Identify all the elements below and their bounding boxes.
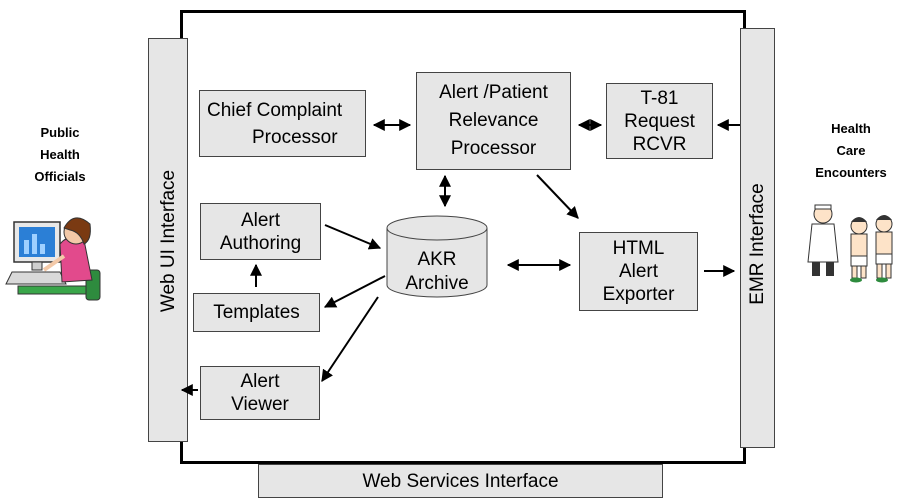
templates-label: Templates xyxy=(213,302,300,323)
right-actor-line-1: Health xyxy=(831,121,871,136)
t81-label-2: Request xyxy=(624,110,695,132)
arrow-alert-exporter xyxy=(536,174,579,219)
left-actor-line-1: Public xyxy=(40,125,80,140)
alert-viewer-label-2: Viewer xyxy=(231,394,289,415)
health-care-encounters-label: Health Care Encounters xyxy=(808,118,894,184)
t81-request-rcvr-box: T-81 Request RCVR xyxy=(606,83,713,159)
alert-authoring-label-2: Authoring xyxy=(219,232,302,254)
computer-user-icon xyxy=(5,217,101,301)
emr-interface: EMR Interface xyxy=(740,28,775,448)
templates-box: Templates xyxy=(193,293,320,332)
alert-patient-label-2: Relevance xyxy=(448,110,539,131)
html-alert-exporter-box: HTML Alert Exporter xyxy=(579,232,698,311)
html-exporter-label-1: HTML xyxy=(612,238,665,259)
t81-label-3: RCVR xyxy=(632,133,687,155)
right-actor-line-3: Encounters xyxy=(815,165,887,180)
akr-label-1: AKR xyxy=(417,249,456,270)
web-services-interface: Web Services Interface xyxy=(258,464,663,498)
arrow-akr-viewer xyxy=(321,296,379,382)
right-actor-line-2: Care xyxy=(836,143,866,158)
t81-label-1: T-81 xyxy=(640,87,679,109)
alert-viewer-label-1: Alert xyxy=(240,371,280,392)
left-actor-line-2: Health xyxy=(40,147,80,162)
html-exporter-label-3: Exporter xyxy=(602,284,675,305)
doctor-patients-icon xyxy=(807,204,893,283)
alert-authoring-label-1: Alert xyxy=(240,209,281,231)
alert-patient-label-1: Alert /Patient xyxy=(439,82,548,103)
arrow-akr-templates xyxy=(323,275,386,308)
web-services-interface-label: Web Services Interface xyxy=(362,470,559,492)
left-actor-line-3: Officials xyxy=(34,169,86,184)
alert-authoring-box: Alert Authoring xyxy=(200,203,321,260)
alert-patient-label-3: Processor xyxy=(450,138,537,159)
public-health-officials-label: Public Health Officials xyxy=(20,122,100,188)
akr-archive-cylinder: AKR Archive xyxy=(386,215,488,298)
chief-complaint-label-2: Processor xyxy=(252,126,338,148)
chief-complaint-processor-box: Chief Complaint Processor xyxy=(199,90,366,157)
chief-complaint-label-1: Chief Complaint xyxy=(207,99,343,121)
html-exporter-label-2: Alert xyxy=(618,261,659,282)
alert-viewer-box: Alert Viewer xyxy=(200,366,320,420)
alert-patient-relevance-processor-box: Alert /Patient Relevance Processor xyxy=(416,72,571,170)
web-ui-interface: Web UI Interface xyxy=(148,38,188,442)
akr-label-2: Archive xyxy=(405,273,468,294)
arrow-authoring-akr xyxy=(324,224,382,250)
